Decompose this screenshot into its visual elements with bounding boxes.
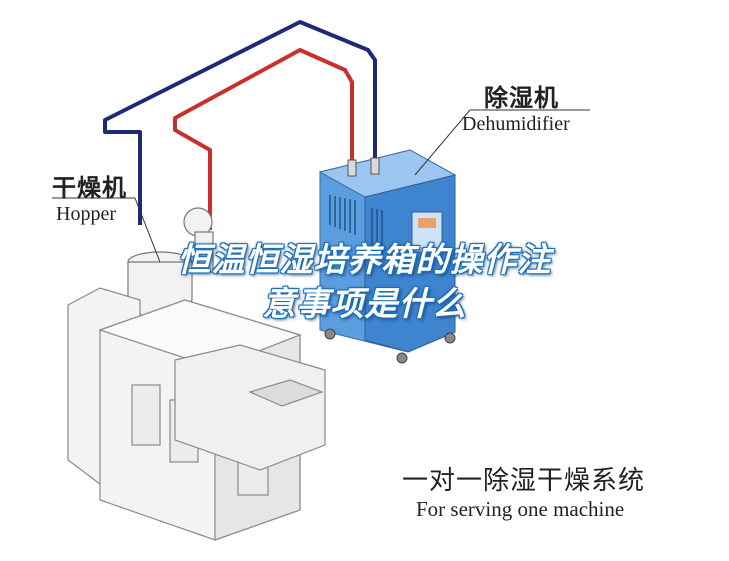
dry-air-pipe	[103, 20, 377, 225]
dehumidifier-unit	[318, 149, 457, 364]
dehumidifier-label-cn: 除湿机	[484, 84, 559, 112]
hopper-label-cn: 干燥机	[52, 174, 127, 202]
title-line-1: 恒温恒湿培养箱的操作注	[177, 240, 552, 279]
dehumidifier-leader	[414, 109, 471, 176]
hopper-leader-d	[134, 197, 161, 263]
title-line-2: 意事项是什么	[262, 284, 467, 323]
hopper-label-en: Hopper	[56, 203, 116, 225]
system-label-en: For serving one machine	[416, 497, 625, 521]
return-air-pipe	[173, 48, 354, 230]
injection-machine	[67, 287, 326, 541]
page-title: 恒温恒湿培养箱的操作注 意事项是什么	[0, 238, 729, 326]
system-label-cn: 一对一除湿干燥系统	[402, 466, 646, 496]
dehumidifier-label-en: Dehumidifier	[462, 113, 570, 135]
